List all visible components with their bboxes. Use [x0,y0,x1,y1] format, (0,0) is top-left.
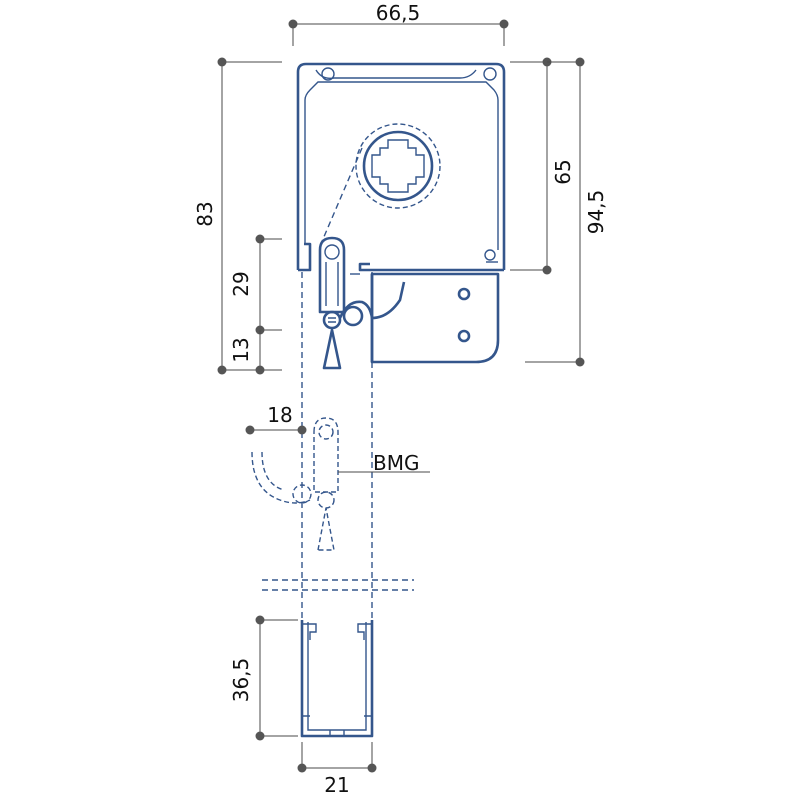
dim-left-height-label: 83 [193,201,217,226]
dim-21-label: 21 [324,773,349,797]
dim-13: 13 [229,330,265,375]
dim-29-label: 29 [229,271,253,296]
guide-lines [262,272,414,618]
dim-65: 65 [510,57,575,275]
side-plate [370,272,500,364]
hook-assembly-ghost [251,417,339,551]
dim-36-5: 36,5 [229,615,298,741]
dim-21: 21 [297,742,377,797]
hook-assembly [318,236,406,370]
dim-13-label: 13 [229,337,253,362]
dim-36-5-label: 36,5 [229,658,253,703]
dim-29: 29 [229,234,282,335]
dim-94-5-label: 94,5 [584,190,608,235]
bmg-label: BMG [373,451,419,475]
roller-tube [355,123,441,209]
bottom-rail [300,620,374,738]
dim-18: 18 [245,403,307,435]
dim-top-width: 66,5 [288,1,509,46]
dim-94-5: 94,5 [525,57,608,367]
dim-left-height: 83 [193,57,282,375]
dim-65-label: 65 [551,159,575,184]
dim-18-label: 18 [267,403,292,427]
dim-top-width-label: 66,5 [376,1,421,25]
cassette-box [296,62,506,272]
fabric-line [319,147,363,247]
